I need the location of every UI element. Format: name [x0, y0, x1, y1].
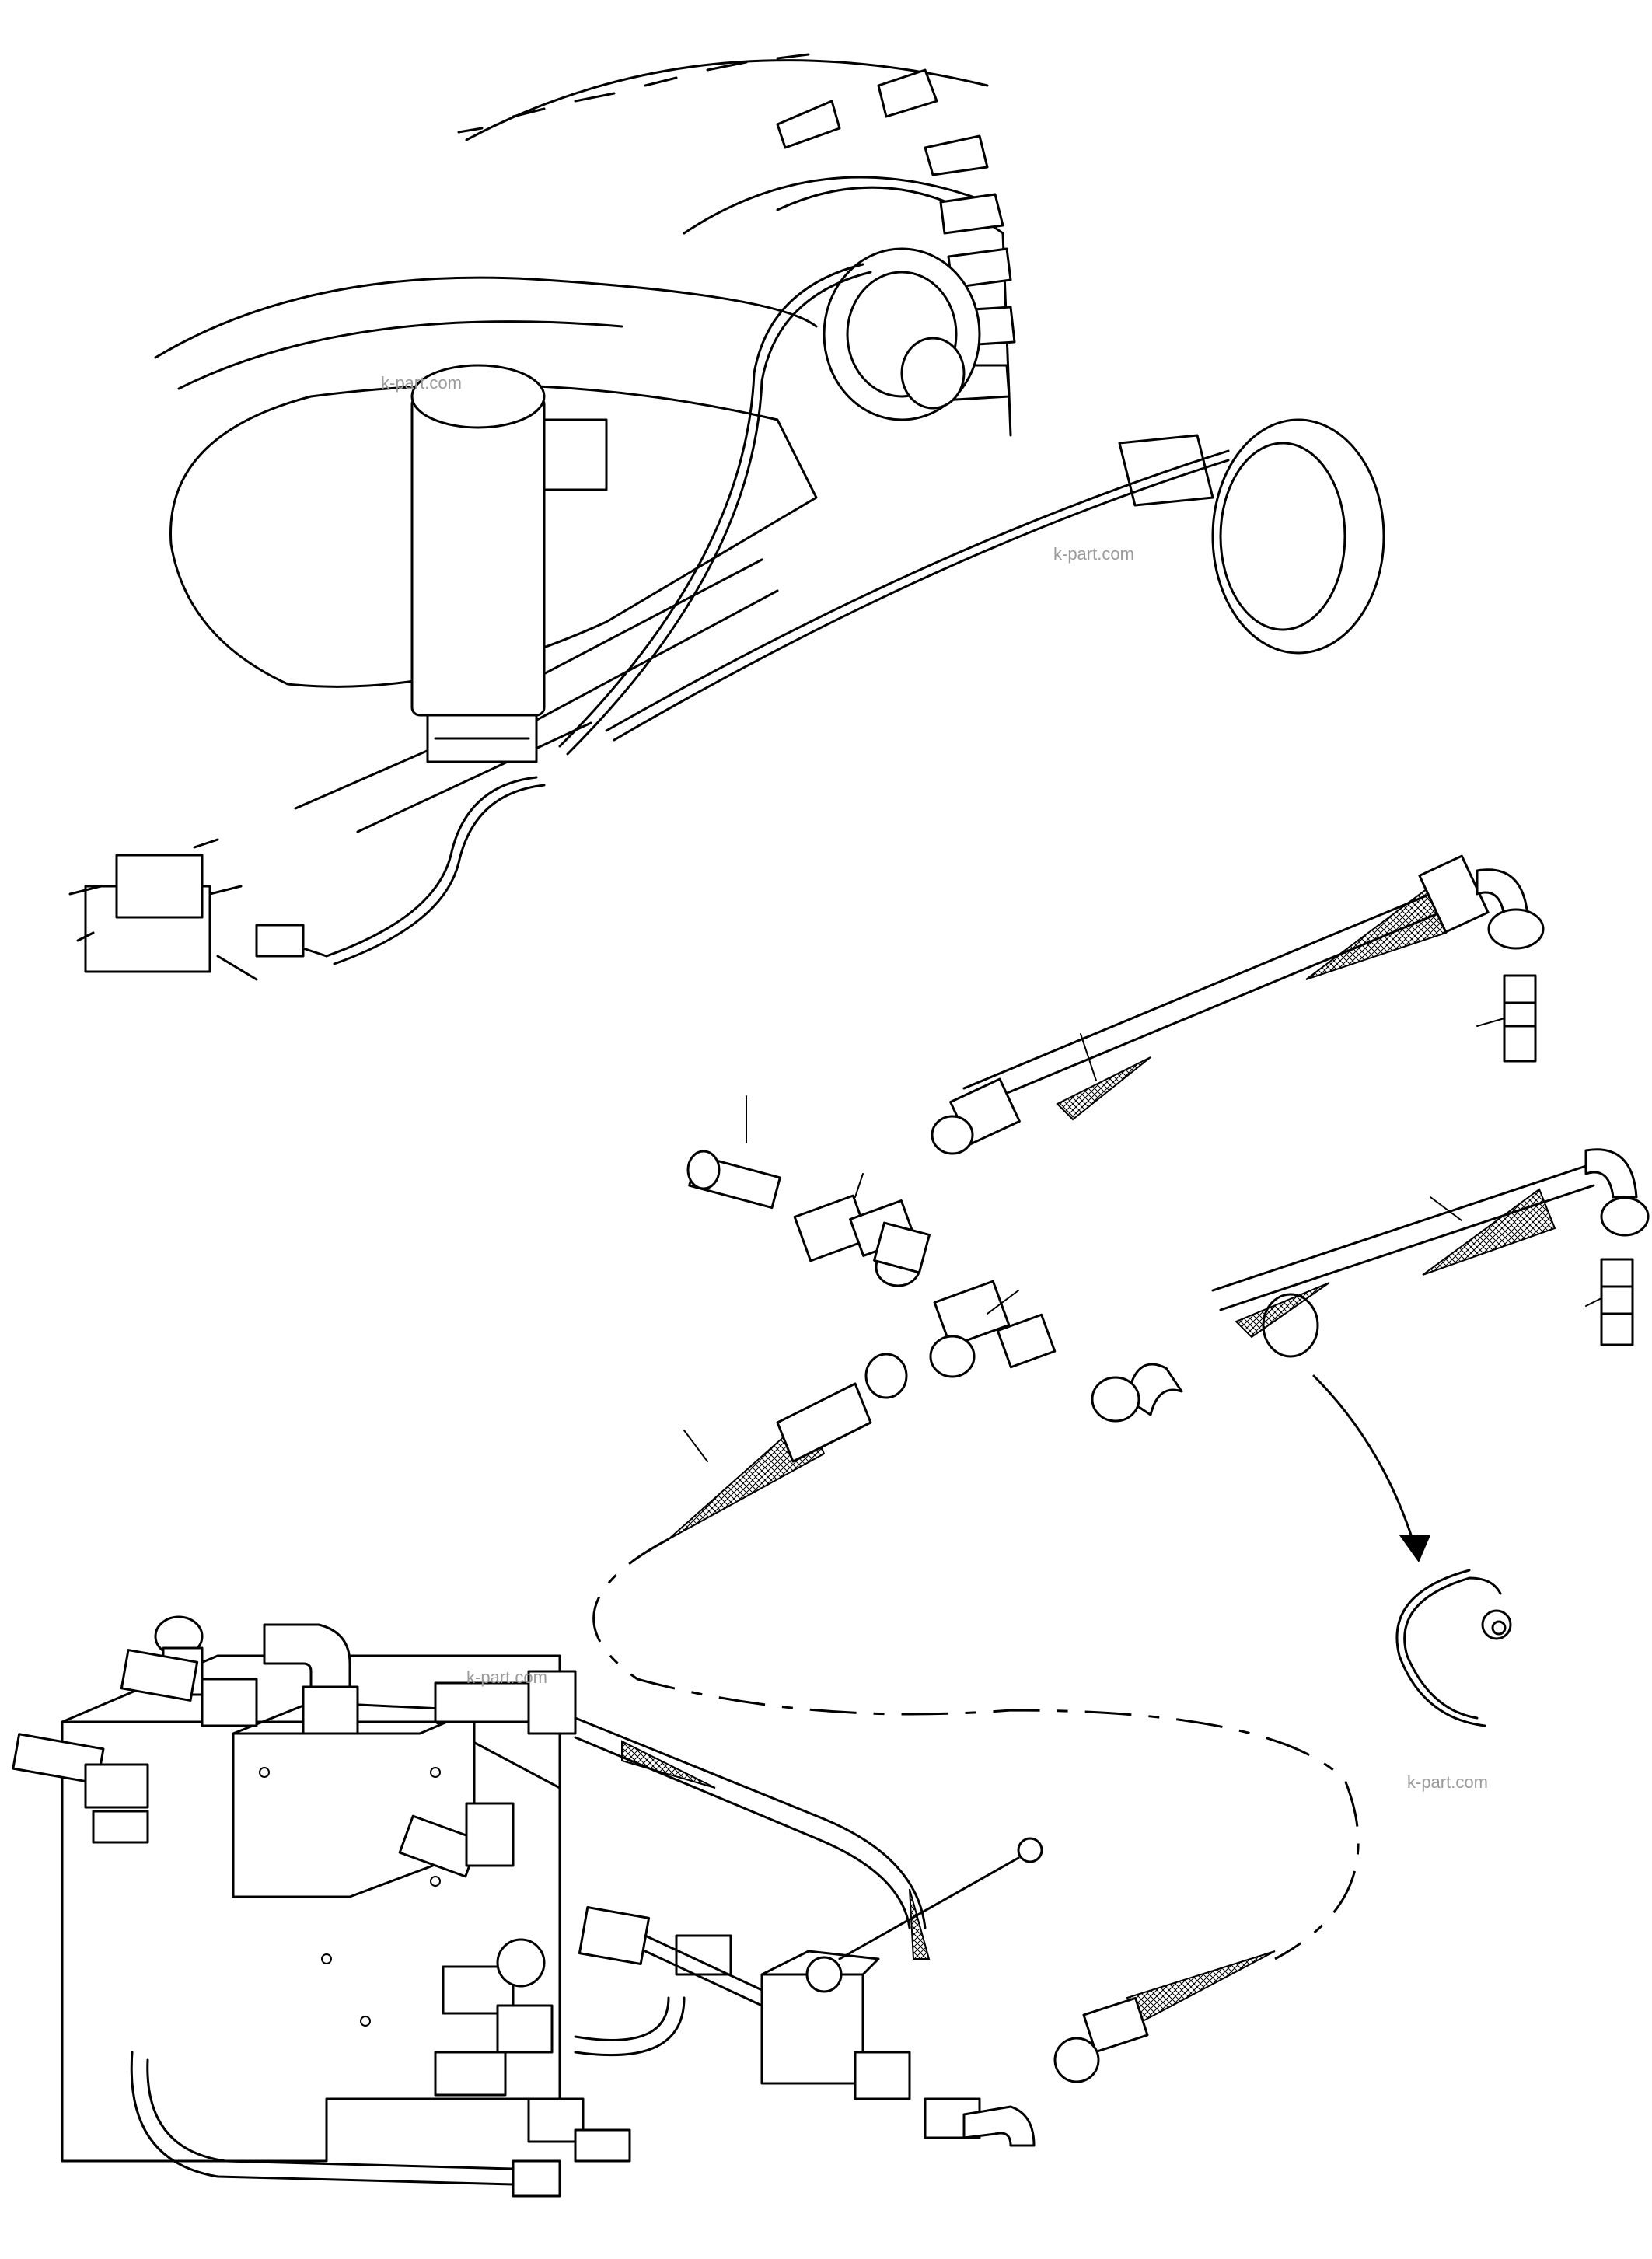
- hydraulic-cylinder-icon: [410, 364, 608, 763]
- tube-lines: [130, 1934, 763, 2186]
- brake-drum-icon: [1118, 418, 1385, 655]
- watermark: k-part.com: [466, 1667, 547, 1687]
- hose-assembly-icon: [1053, 1950, 1276, 2083]
- hose-assembly-icon: [1091, 1148, 1650, 1423]
- ball-valve-icon: [760, 1837, 1043, 2085]
- adapter-fitting-icon: [1503, 974, 1537, 1063]
- hose-assembly-icon: [668, 1353, 908, 1540]
- watermark: k-part.com: [1407, 1772, 1488, 1792]
- valve-block-icon: [68, 838, 328, 981]
- hose-routing-path: [592, 1538, 1360, 1960]
- watermark: k-part.com: [381, 373, 462, 393]
- hose-assembly-icon: [574, 1716, 931, 1960]
- arrow-icon: [1312, 1374, 1430, 1562]
- adapter-fitting-icon: [686, 1150, 781, 1210]
- leader-lines: [520, 1018, 1602, 1820]
- adapter-fitting-icon: [873, 1221, 931, 1274]
- lower-fittings: [434, 1906, 1036, 2198]
- adapter-fitting-icon: [12, 1649, 258, 1844]
- tire-icon: [457, 53, 1016, 437]
- hose-clamp-icon: [1262, 1293, 1512, 1727]
- wheel-hub-icon: [823, 247, 981, 421]
- hose-lines-overview: [325, 263, 1230, 965]
- watermark: k-part.com: [1053, 544, 1134, 564]
- tee-fitting-icon: [929, 1280, 1057, 1378]
- hose-assembly-icon: [931, 854, 1545, 1155]
- adapter-fitting-icon: [1600, 1258, 1634, 1346]
- tee-fitting-icon: [398, 1670, 577, 1878]
